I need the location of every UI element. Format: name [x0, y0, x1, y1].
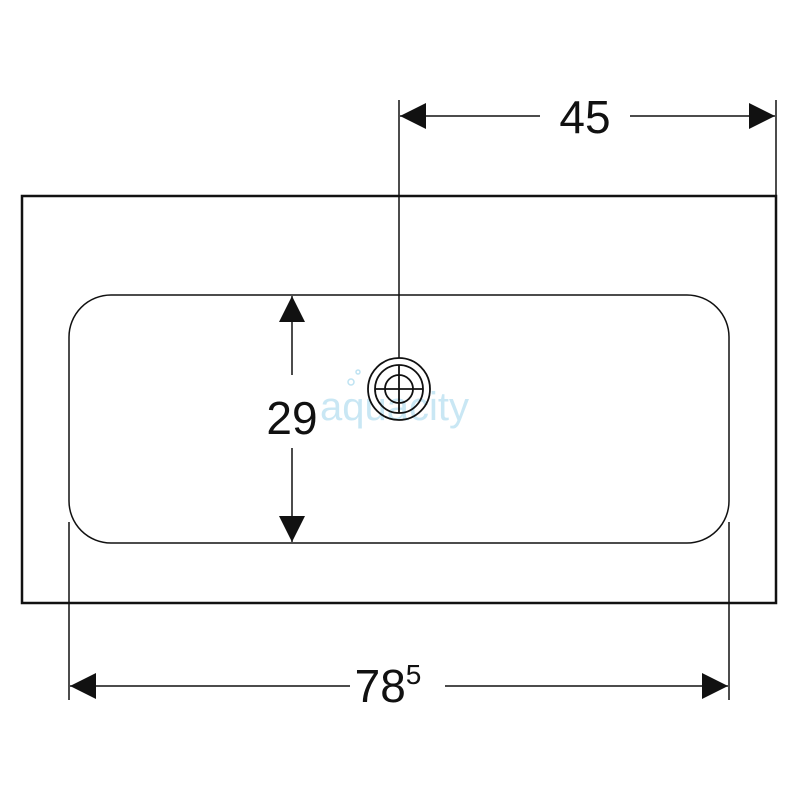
- watermark-text: aquacity: [320, 385, 469, 429]
- dimension-drain-offset: 45: [398, 91, 777, 358]
- dimension-basin-depth: 29: [266, 296, 318, 542]
- dimension-overall-width: 785: [68, 522, 730, 712]
- drain-icon: [367, 357, 431, 421]
- watermark: aquacity: [320, 369, 469, 429]
- dimension-value-main: 78: [355, 660, 406, 712]
- dimension-label-basin-depth: 29: [266, 392, 317, 444]
- dimension-label-drain-offset: 45: [559, 91, 610, 143]
- dimension-label-overall-width: 785: [355, 659, 422, 712]
- dimension-value-superscript: 5: [406, 659, 422, 690]
